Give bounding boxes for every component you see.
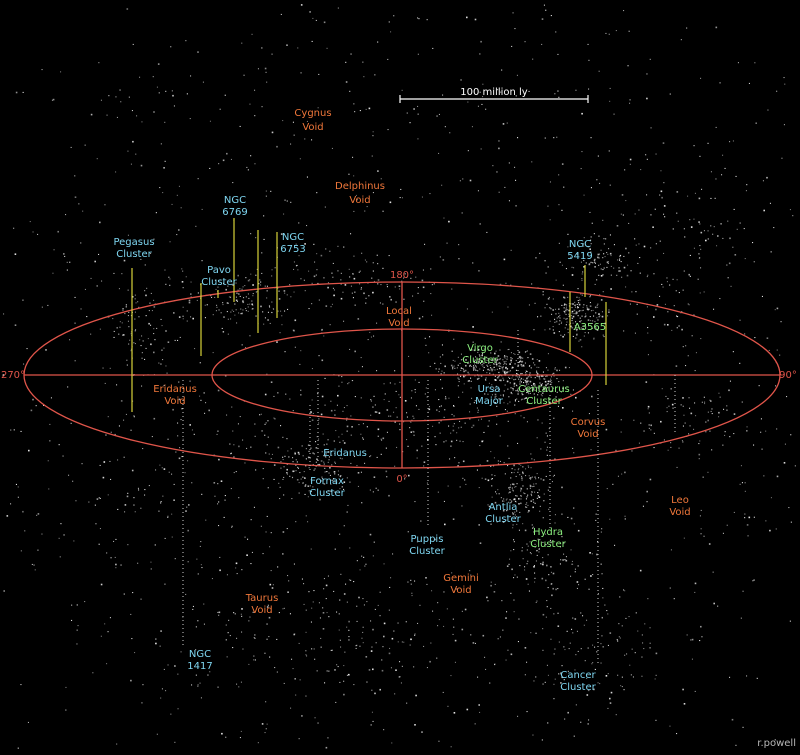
angle-0-label: 0° <box>396 474 407 485</box>
scale-bar <box>399 95 589 103</box>
scale-bar-label: 100 million ly <box>460 87 528 98</box>
eridanus-label: Eridanus <box>323 448 367 459</box>
angle-180-label: 180° <box>390 270 414 281</box>
angle-90-label: 90° <box>779 370 797 381</box>
angle-270-label: 270° <box>1 370 25 381</box>
dotted-drop-lines <box>182 330 676 665</box>
reference-grid <box>23 281 781 469</box>
credit-label: r.powell <box>757 738 796 749</box>
a3565-label: A3565 <box>574 322 606 333</box>
yellow-markers <box>131 218 607 412</box>
